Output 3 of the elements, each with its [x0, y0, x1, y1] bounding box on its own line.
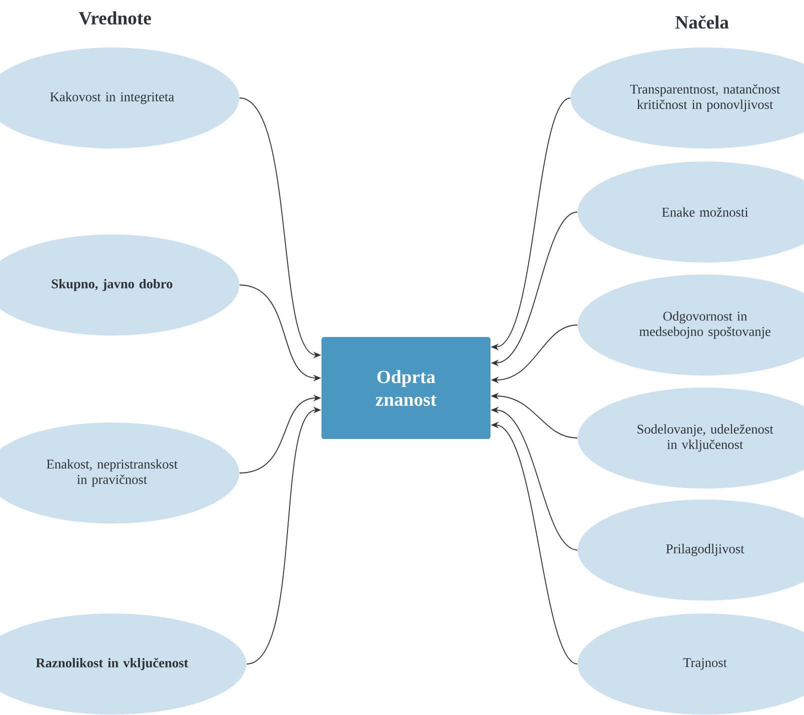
column-heading: Načela — [675, 15, 729, 29]
column-heading: Vrednote — [78, 11, 151, 25]
central-box: Odprta znanost — [321, 337, 491, 439]
